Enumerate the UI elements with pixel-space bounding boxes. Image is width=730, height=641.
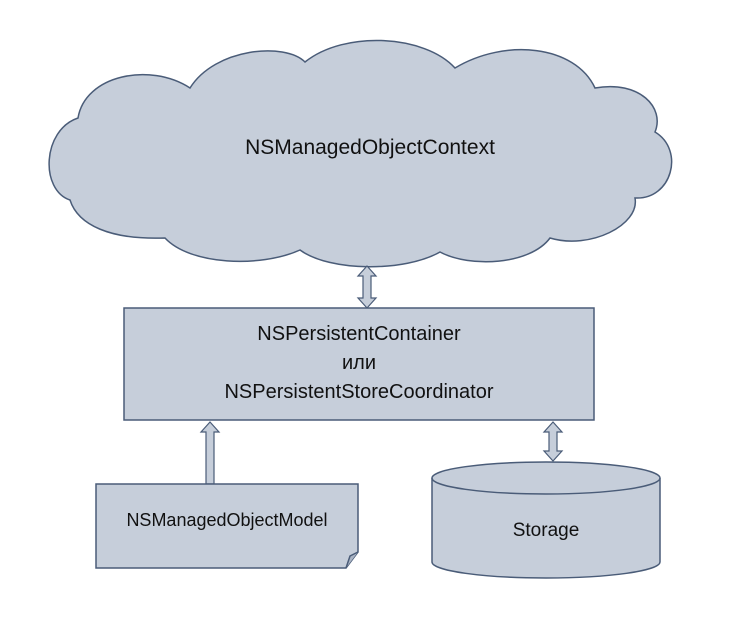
container-label-line3: NSPersistentStoreCoordinator [224,381,494,403]
container-box [123,307,595,421]
context-label: NSManagedObjectContext [245,136,495,159]
storage-cylinder [431,461,661,579]
storage-label: Storage [512,520,580,541]
container-label-line2: или [341,352,376,374]
arrow-model-container [199,421,221,485]
context-cloud [48,39,673,268]
model-label: NSManagedObjectModel [126,510,328,530]
arrow-context-container [356,265,378,309]
model-document [95,483,359,569]
container-label: NSPersistentContainer или NSPersistentSt… [124,320,594,407]
arrow-container-storage [542,421,564,462]
container-label-line1: NSPersistentContainer [257,323,461,345]
